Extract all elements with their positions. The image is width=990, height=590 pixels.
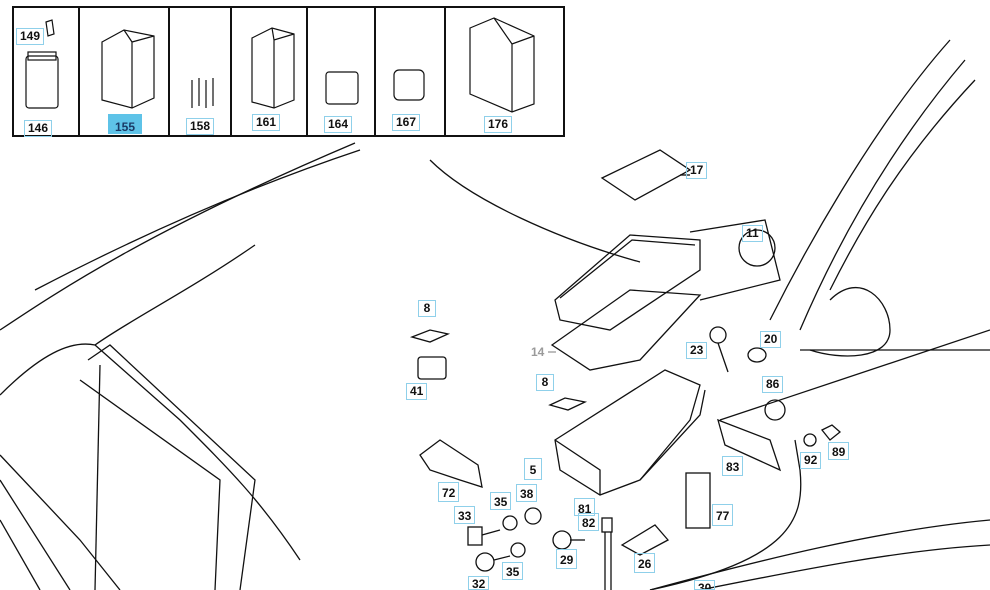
inset-cell-167 (376, 8, 446, 135)
callout-86[interactable]: 86 (762, 376, 784, 393)
callout-35-bottom[interactable]: 35 (502, 562, 524, 580)
sill-line (649, 519, 990, 590)
callout-23[interactable]: 23 (686, 342, 708, 359)
callout-26[interactable]: 26 (634, 553, 656, 573)
callout-17[interactable]: 17 (686, 162, 708, 179)
inset-label-161[interactable]: 161 (252, 114, 281, 131)
inset-cell-164 (308, 8, 376, 135)
inset-cell-161 (232, 8, 308, 135)
callout-8-top[interactable]: 8 (418, 300, 436, 317)
hood-outline (0, 142, 356, 331)
callout-92[interactable]: 92 (800, 452, 822, 469)
inset-cell-146 (14, 8, 80, 135)
fusebox-lid-top (559, 239, 696, 299)
callout-8-mid[interactable]: 8 (536, 374, 554, 391)
inner-hood-curve (94, 244, 256, 346)
inset-label-146[interactable]: 146 (24, 120, 53, 137)
mirror (809, 286, 891, 357)
callout-14[interactable]: 14 (531, 345, 545, 359)
callout-82[interactable]: 82 (578, 513, 600, 531)
callout-30[interactable]: 30 (694, 580, 716, 590)
fender-line2 (0, 479, 71, 590)
front-bumper-line (0, 343, 301, 561)
callout-38[interactable]: 38 (516, 484, 538, 502)
inset-label-158[interactable]: 158 (186, 118, 215, 135)
callout-89[interactable]: 89 (828, 442, 850, 460)
inset-label-164[interactable]: 164 (324, 116, 353, 133)
callout-33[interactable]: 33 (454, 506, 476, 524)
callout-77[interactable]: 77 (712, 504, 734, 526)
callout-72[interactable]: 72 (438, 482, 460, 502)
callout-83[interactable]: 83 (722, 456, 744, 476)
fusebox-seal (550, 289, 702, 371)
callout-29[interactable]: 29 (556, 549, 578, 569)
callout-20[interactable]: 20 (760, 331, 782, 348)
fusebox-base-face (554, 439, 601, 495)
inset-drawings (25, 17, 535, 113)
lower-line (0, 519, 41, 590)
a-pillar (769, 39, 951, 321)
grille-inner (79, 379, 221, 590)
fender-line (0, 454, 121, 590)
sill-line2 (699, 544, 990, 590)
inset-label-155[interactable]: 155 (108, 114, 142, 134)
detail-circle-11 (738, 229, 776, 267)
inset-label-176[interactable]: 176 (484, 116, 513, 133)
relay-catalog-inset: 149 146 155 158 161 164 167 176 (12, 6, 565, 137)
door-line2 (719, 329, 990, 421)
hood-inner (34, 149, 361, 291)
callout-5[interactable]: 5 (524, 458, 542, 480)
inset-label-149[interactable]: 149 (16, 28, 45, 45)
grille-line (94, 364, 101, 590)
inset-cell-158 (170, 8, 232, 135)
fusebox-lid (554, 234, 701, 331)
callout-35-top[interactable]: 35 (490, 492, 512, 510)
windshield-line (829, 79, 976, 291)
a-pillar-2 (799, 59, 966, 331)
cover-17 (600, 149, 692, 201)
fusebox-base (554, 369, 701, 496)
mounting-plate (689, 219, 781, 301)
callout-11[interactable]: 11 (742, 225, 763, 242)
inset-label-167[interactable]: 167 (392, 114, 421, 131)
ground-cable (649, 439, 802, 590)
inset-cell-155 (80, 8, 170, 135)
callout-81[interactable]: 81 (574, 498, 596, 516)
fusebox-bracket (639, 389, 706, 481)
grille-frame (87, 344, 256, 590)
callout-41[interactable]: 41 (406, 383, 428, 400)
callout-32[interactable]: 32 (468, 576, 490, 590)
